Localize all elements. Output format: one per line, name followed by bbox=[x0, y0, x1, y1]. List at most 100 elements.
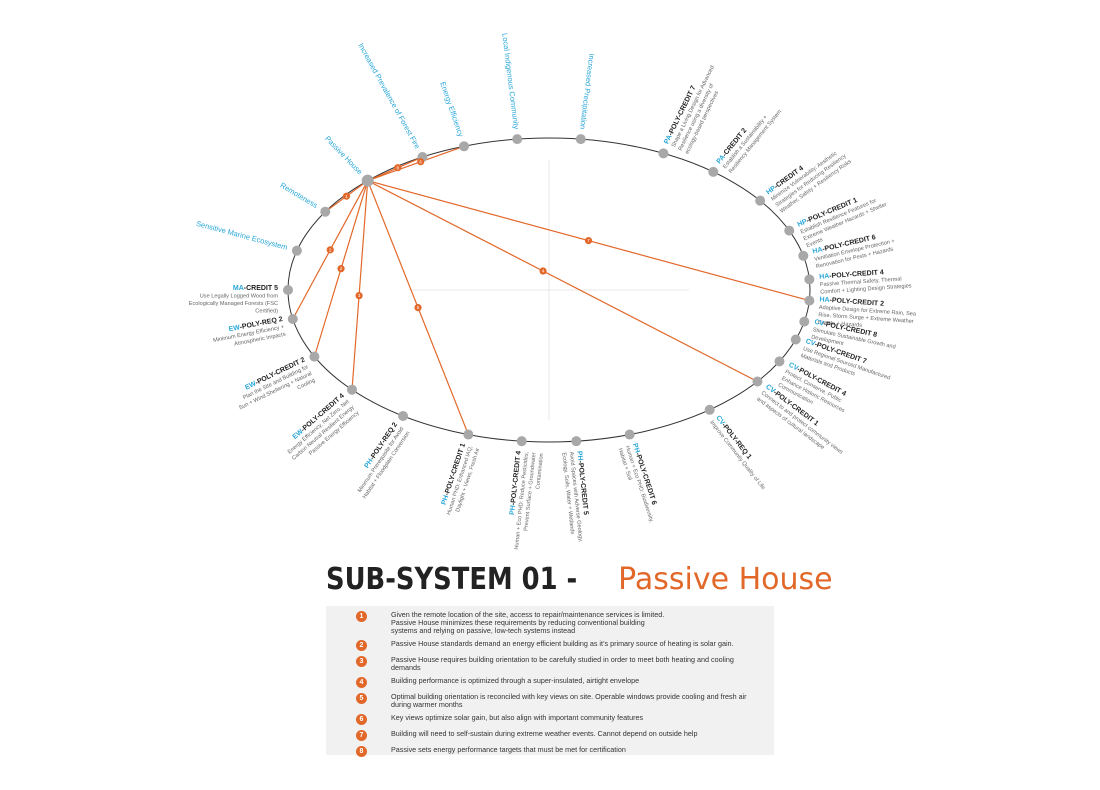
page-title: SUB-SYSTEM 01 - Passive House bbox=[326, 560, 833, 600]
node-factor bbox=[291, 245, 302, 256]
node-credit bbox=[287, 314, 298, 325]
connection-marker bbox=[417, 158, 425, 166]
credit-prefix: MA bbox=[233, 285, 244, 292]
legend-number: 2 bbox=[356, 640, 367, 651]
credit-prefix: PH bbox=[441, 494, 451, 505]
node-factor bbox=[361, 174, 374, 187]
connection-marker bbox=[326, 246, 334, 254]
credit-prefix: EW bbox=[228, 324, 241, 333]
credit-code: HA-POLY-CREDIT 4 bbox=[819, 269, 884, 281]
factor-label: Energy Efficiency bbox=[438, 81, 465, 139]
connection-line bbox=[367, 180, 758, 383]
legend-text-line: Passive House standards demand an energy… bbox=[391, 639, 734, 648]
credit-prefix: CV bbox=[714, 415, 726, 427]
credit-prefix: PA bbox=[663, 134, 673, 145]
node-credit bbox=[708, 166, 719, 177]
credit-code-text: -CREDIT 5 bbox=[244, 285, 278, 292]
credit-prefix: HA bbox=[812, 246, 823, 255]
connection-marker-number: 6 bbox=[419, 159, 422, 164]
factor-label: Increased Prevalence of Forest Fire bbox=[356, 42, 422, 151]
credit-code-text: -POLY-CREDIT 2 bbox=[829, 297, 884, 308]
node-credit bbox=[347, 384, 358, 395]
node-credit bbox=[799, 316, 810, 327]
credit-description: Events + Hazards bbox=[818, 320, 863, 329]
legend-text-line: during warmer months bbox=[391, 700, 463, 709]
legend-text-line: systems and relying on passive, low-tech… bbox=[391, 626, 576, 635]
legend-number: 1 bbox=[356, 611, 367, 622]
connection-marker bbox=[584, 237, 593, 245]
legend-row: 4 Building performance is optimized throu… bbox=[326, 677, 774, 688]
node-credit bbox=[798, 250, 809, 261]
credit-description: Establish a Sustainability + bbox=[722, 114, 769, 170]
node-credit bbox=[658, 148, 669, 159]
credit-prefix: PH bbox=[631, 443, 641, 454]
node-factor bbox=[459, 141, 470, 152]
credit-prefix: CV bbox=[814, 319, 825, 328]
node-credit bbox=[804, 274, 815, 285]
legend-text-line: Building will need to self-sustain durin… bbox=[391, 729, 698, 738]
legend-row: 7 Building will need to self-sustain duri… bbox=[326, 730, 774, 741]
node-credit bbox=[774, 356, 785, 367]
legend-text: Passive sets energy performance targets … bbox=[391, 746, 751, 754]
legend-panel: 1 Given the remote location of the site, … bbox=[326, 606, 774, 757]
credit-prefix: HA bbox=[819, 296, 830, 304]
legend-text-line: Passive sets energy performance targets … bbox=[391, 745, 626, 754]
node-credit bbox=[752, 376, 763, 387]
legend-text: Building will need to self-sustain durin… bbox=[391, 730, 751, 738]
legend-number: 5 bbox=[356, 693, 367, 704]
legend-text: Building performance is optimized throug… bbox=[391, 677, 751, 685]
legend-row: 1 Given the remote location of the site, … bbox=[326, 611, 774, 635]
node-credit bbox=[283, 285, 293, 295]
connection-marker-number: 7 bbox=[587, 238, 590, 243]
connection-line bbox=[351, 180, 369, 390]
center-crosshair bbox=[409, 160, 689, 420]
relationship-diagram: Sensitive Marine EcosystemRemotenessPass… bbox=[189, 33, 917, 550]
node-credit bbox=[784, 225, 795, 236]
legend-text-line: Passive House minimizes these requiremen… bbox=[391, 618, 645, 627]
credit-prefix: CV bbox=[787, 362, 799, 373]
connection-marker bbox=[355, 292, 363, 300]
connection-marker-number: 3 bbox=[358, 293, 361, 298]
credit-code-text: -POLY-CREDIT 4 bbox=[829, 269, 884, 280]
node-credit bbox=[516, 436, 527, 447]
legend-text-line: Building performance is optimized throug… bbox=[391, 676, 640, 685]
legend-text: Given the remote location of the site, a… bbox=[391, 611, 751, 635]
label-group: Sensitive Marine EcosystemRemotenessPass… bbox=[189, 33, 917, 550]
credit-code: MA-CREDIT 5 bbox=[233, 285, 278, 292]
credit-prefix: PA bbox=[716, 154, 727, 166]
connection-marker bbox=[394, 164, 402, 172]
node-credit bbox=[804, 295, 815, 306]
connection-marker bbox=[414, 304, 422, 312]
node-factor bbox=[512, 134, 523, 145]
legend-text-line: Given the remote location of the site, a… bbox=[391, 610, 665, 619]
credit-prefix: PH bbox=[509, 505, 517, 515]
legend-text-line: Optimal building orientation is reconcil… bbox=[391, 692, 747, 701]
credit-prefix: HA bbox=[819, 273, 830, 281]
node-factor bbox=[575, 134, 586, 145]
legend-number: 6 bbox=[356, 714, 367, 725]
node-credit bbox=[624, 429, 635, 440]
legend-number: 3 bbox=[356, 656, 367, 667]
credit-description: Improve Community Quality of Life bbox=[708, 420, 766, 491]
credit-description: Passive Thermal Safety, Thermal bbox=[820, 276, 902, 288]
connection-line bbox=[367, 145, 465, 182]
node-credit bbox=[790, 334, 801, 345]
legend-number: 4 bbox=[356, 677, 367, 688]
node-credit bbox=[571, 436, 582, 447]
credit-description: Minimum Prerequisite for Avoid bbox=[357, 426, 405, 493]
legend-text: Passive House standards demand an energy… bbox=[391, 640, 751, 648]
credit-prefix: EW bbox=[244, 380, 258, 391]
title-main: SUB-SYSTEM 01 - bbox=[326, 562, 578, 597]
factor-label: Increased Precipitation bbox=[578, 53, 596, 130]
credit-prefix: HP bbox=[797, 218, 809, 228]
legend-number: 7 bbox=[356, 730, 367, 741]
